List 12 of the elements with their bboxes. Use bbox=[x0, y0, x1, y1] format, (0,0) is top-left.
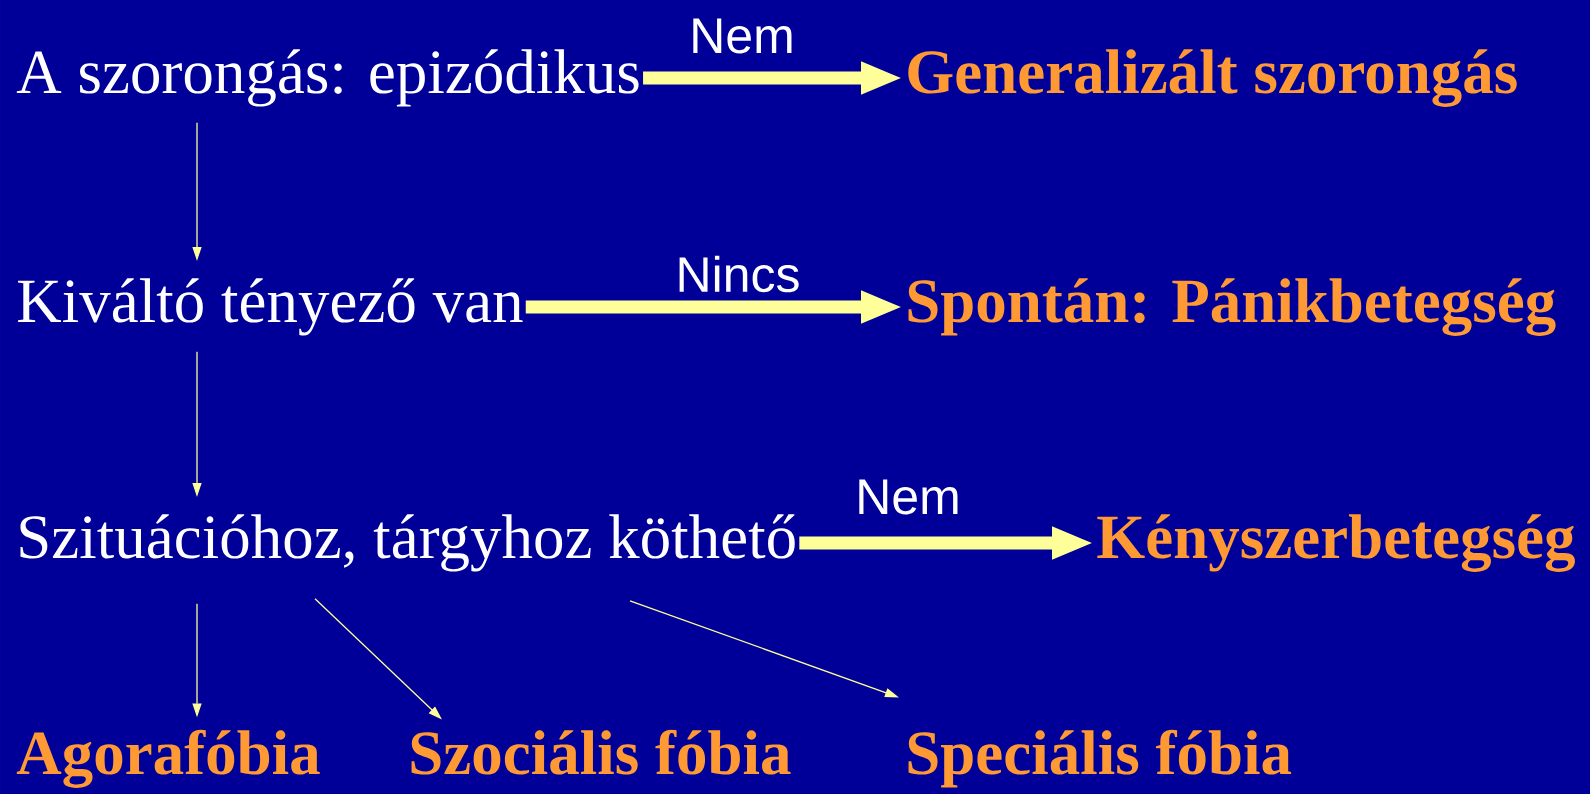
outcome-text: Speciális fóbia bbox=[908, 729, 1292, 788]
edge-label: Nincs bbox=[679, 255, 799, 293]
edge-label: Nem bbox=[859, 479, 958, 515]
step-text: Szituációhoz, tárgyhoz köthető bbox=[20, 514, 795, 572]
edge-label: Nem bbox=[693, 18, 792, 54]
outcome-text: Agorafóbia bbox=[16, 729, 320, 788]
step-text: A szorongás: epizódikus bbox=[16, 49, 639, 107]
step-text: Kiváltó tényező van bbox=[18, 278, 523, 336]
outcome-text: Spontán: Pánikbetegség bbox=[908, 278, 1556, 336]
outcome-text: Generalizált szorongás bbox=[908, 49, 1517, 107]
outcome-text: Kényszerbetegség bbox=[1097, 514, 1575, 572]
outcome-text: Szociális fóbia bbox=[411, 729, 791, 775]
